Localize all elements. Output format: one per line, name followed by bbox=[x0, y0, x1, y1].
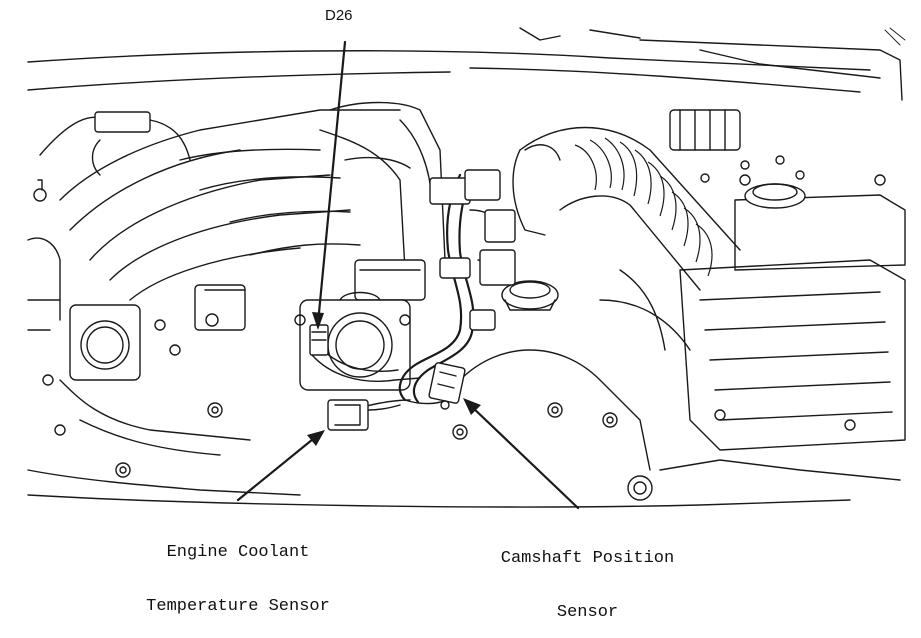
ect-arrowhead bbox=[307, 430, 325, 446]
cmp-sensor-connector bbox=[428, 362, 466, 410]
cmp-label: Camshaft Position Sensor bbox=[470, 516, 705, 638]
left-intake-manifold bbox=[27, 109, 406, 321]
d26-leader-line bbox=[316, 40, 347, 325]
d26-label: D26 bbox=[325, 7, 353, 24]
engine-bay-diagram: D26 Engine Coolant Temperature Sensor Ca… bbox=[27, 7, 906, 621]
ect-sensor-connector bbox=[327, 399, 401, 431]
coolant-reservoir bbox=[669, 109, 906, 271]
ect-label-line1: Engine Coolant bbox=[166, 543, 310, 562]
d26-arrowhead bbox=[312, 312, 324, 330]
oil-filler-cap bbox=[501, 280, 559, 311]
center-plenum bbox=[329, 101, 446, 301]
throttle-assembly bbox=[27, 284, 851, 508]
engine-illustration bbox=[27, 27, 906, 510]
air-cleaner-box bbox=[679, 259, 906, 451]
cmp-label-line1: Camshaft Position bbox=[500, 549, 675, 568]
engine-front bbox=[27, 269, 901, 501]
callout-arrows bbox=[236, 40, 580, 510]
left-harness bbox=[33, 111, 191, 202]
harness-connectors bbox=[429, 169, 516, 331]
cmp-label-line2: Sensor bbox=[556, 603, 619, 622]
cmp-arrowhead bbox=[463, 398, 481, 415]
cmp-leader-line bbox=[468, 403, 580, 510]
ect-label: Engine Coolant Temperature Sensor bbox=[118, 510, 358, 632]
d26-connector bbox=[309, 324, 329, 356]
ect-label-line2: Temperature Sensor bbox=[146, 597, 330, 616]
air-intake-hose bbox=[512, 126, 741, 291]
ect-leader-line bbox=[236, 433, 320, 502]
cowl-outline bbox=[27, 27, 906, 101]
